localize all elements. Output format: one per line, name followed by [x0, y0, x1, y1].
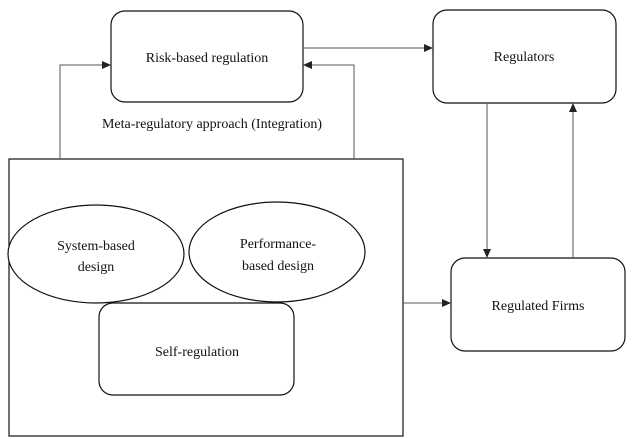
- regulators-label: Regulators: [494, 50, 555, 65]
- risk-based-regulation-label: Risk-based regulation: [146, 51, 268, 66]
- arrow-container-to-risk-right: [303, 61, 355, 159]
- risk-based-regulation-box: [110, 10, 304, 103]
- arrow-container-to-risk-left: [59, 61, 111, 159]
- self-regulation-box: [98, 302, 295, 396]
- self-regulation-label: Self-regulation: [155, 345, 239, 360]
- performance-based-design-label-line1: Performance-: [240, 237, 317, 252]
- performance-based-design-ellipse: [188, 201, 366, 303]
- regulated-firms-label: Regulated Firms: [492, 299, 585, 314]
- system-based-design-label-line2: design: [78, 260, 115, 275]
- meta-regulatory-approach-label: Meta-regulatory approach (Integration): [102, 117, 322, 132]
- system-based-design-ellipse: [7, 204, 185, 304]
- regulated-firms-box: [450, 257, 626, 352]
- system-based-design-label-line1: System-based: [57, 239, 135, 254]
- performance-based-design-label-line2: based design: [242, 259, 314, 274]
- regulators-box: [432, 9, 617, 104]
